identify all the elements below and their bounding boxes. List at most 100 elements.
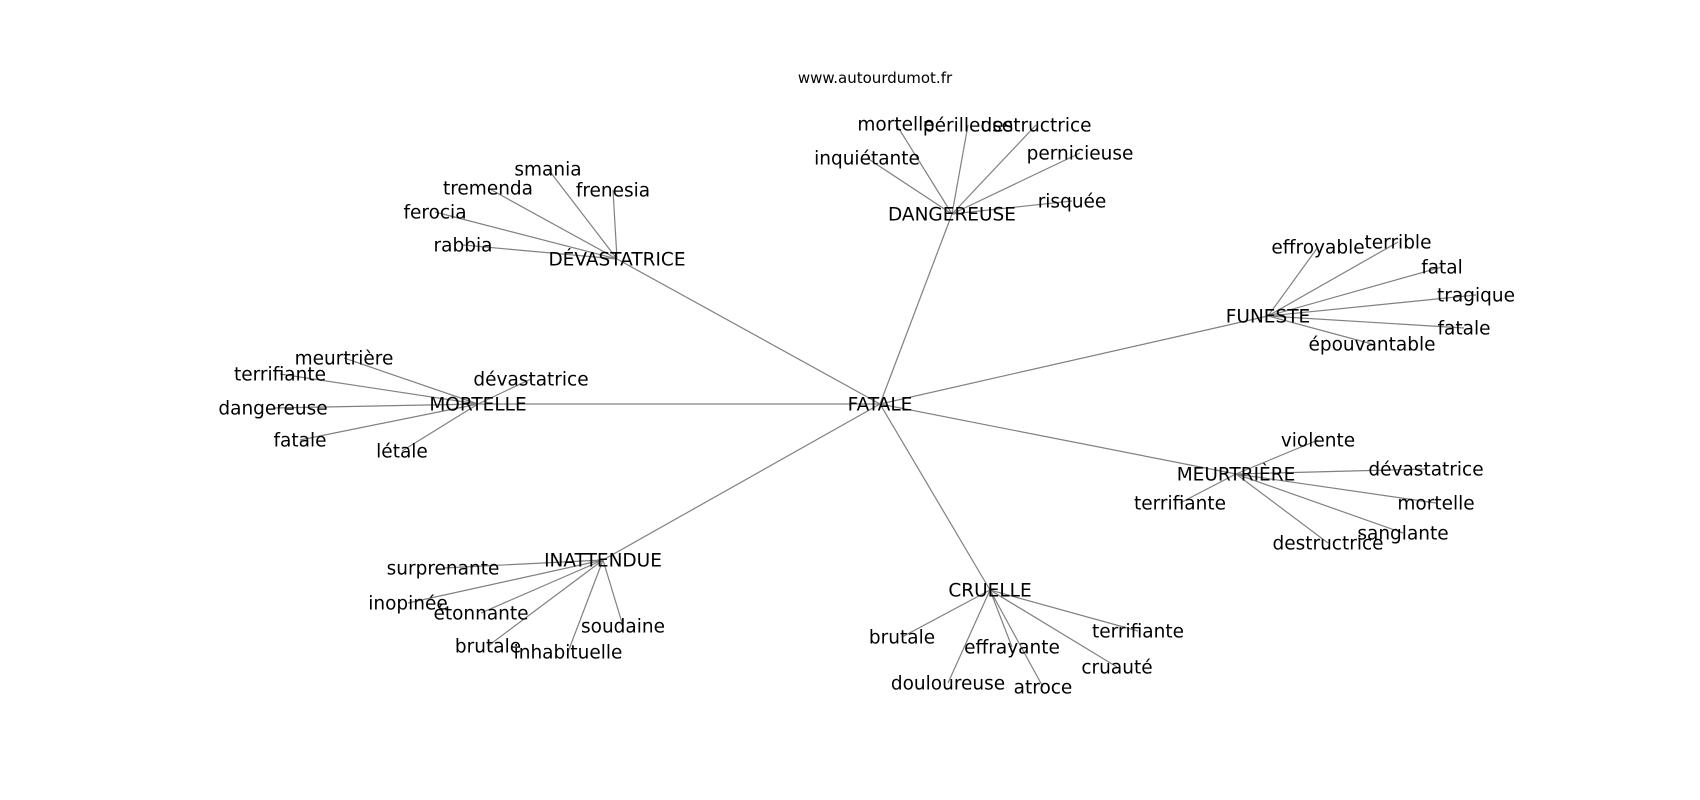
word-node-label: tremenda <box>443 179 533 200</box>
word-node-label: violente <box>1281 431 1355 452</box>
group-node-funeste: FUNESTE <box>1226 307 1310 328</box>
edge-center-funeste <box>879 315 1269 405</box>
word-node-label: terrible <box>1365 233 1432 254</box>
word-node-label: inquiétante <box>814 149 920 170</box>
edge-dangereuse-word <box>895 123 953 215</box>
edge-dangereuse-word <box>951 124 1037 215</box>
group-node-devastatrice: DÉVASTATRICE <box>548 249 685 271</box>
word-node-label: tragique <box>1437 286 1515 307</box>
word-node-label: sanglante <box>1357 524 1448 545</box>
word-node-label: brutale <box>455 637 521 658</box>
group-node-inattendue: INATTENDUE <box>544 551 662 572</box>
edge-meurtriere-word <box>1179 473 1237 504</box>
edge-cruelle-word <box>989 589 1044 688</box>
group-node-mortelle: MORTELLE <box>429 395 526 416</box>
edge-devastatrice-word <box>462 244 618 260</box>
edge-dangereuse-word <box>866 157 953 215</box>
word-node-label: épouvantable <box>1308 335 1435 356</box>
edge-funeste-word <box>1267 266 1443 317</box>
edge-meurtriere-word <box>1235 468 1427 475</box>
edge-mortelle-word <box>343 357 479 405</box>
word-node-label: destructrice <box>1272 534 1383 555</box>
word-node-label: inhabituelle <box>514 643 623 664</box>
edge-meurtriere-word <box>1235 473 1404 534</box>
word-node-label: périlleuse <box>923 116 1013 137</box>
edge-devastatrice-word <box>612 189 618 260</box>
word-node-label: létale <box>376 442 428 463</box>
edge-devastatrice-word <box>487 187 618 260</box>
edge-cruelle-word <box>947 589 991 684</box>
word-node-label: étonnante <box>433 604 528 625</box>
edge-inattendue-word <box>442 559 604 569</box>
edge-funeste-word <box>1267 315 1373 345</box>
edge-dangereuse-word <box>951 152 1081 215</box>
word-node-label: terrifiante <box>234 365 326 386</box>
edge-mortelle-word <box>401 403 479 452</box>
edge-funeste-word <box>1267 294 1477 317</box>
group-node-meurtriere: MEURTRIÈRE <box>1177 464 1296 486</box>
word-node-label: surprenante <box>387 559 500 580</box>
edge-inattendue-word <box>480 559 604 614</box>
word-node-label: terrifiante <box>1092 622 1184 643</box>
edge-funeste-word <box>1267 315 1465 329</box>
edge-center-inattendue <box>602 403 881 561</box>
word-node-label: rabbia <box>434 236 493 257</box>
word-node-label: inopinée <box>368 594 448 615</box>
edge-inattendue-word <box>487 559 604 647</box>
word-node-label: ferocia <box>403 203 466 224</box>
edge-center-devastatrice <box>616 258 881 405</box>
edge-cruelle-word <box>901 589 991 638</box>
edge-cruelle-word <box>989 589 1139 632</box>
edge-inattendue-word <box>407 559 604 604</box>
edges <box>272 123 1477 688</box>
word-node-label: frenesia <box>576 181 650 202</box>
word-node-label: brutale <box>869 628 935 649</box>
word-node-label: douloureuse <box>891 674 1005 695</box>
word-node-label: meurtrière <box>295 349 394 370</box>
word-node-label: destructrice <box>980 116 1091 137</box>
word-node-label: mortelle <box>857 115 934 136</box>
word-node-label: terrifiante <box>1134 494 1226 515</box>
edge-dangereuse-word <box>951 200 1073 215</box>
word-node-label: smania <box>514 160 581 181</box>
center-node-label: FATALE <box>848 395 913 416</box>
edge-inattendue-word <box>602 559 624 627</box>
word-node-label: soudaine <box>581 617 665 638</box>
edge-devastatrice-word <box>434 211 618 260</box>
edge-mortelle-word <box>272 403 479 409</box>
edge-mortelle-word <box>279 373 479 405</box>
group-node-dangereuse: DANGEREUSE <box>888 205 1016 226</box>
edge-inattendue-word <box>567 559 604 653</box>
word-node-label: dangereuse <box>218 399 327 420</box>
word-node-label: dévastatrice <box>1368 460 1483 481</box>
edge-devastatrice-word <box>547 168 618 260</box>
word-node-label: risquée <box>1038 192 1107 213</box>
word-node-label: pernicieuse <box>1027 144 1134 165</box>
edge-dangereuse-word <box>951 124 969 215</box>
edge-mortelle-word <box>299 403 479 441</box>
word-node-label: fatal <box>1421 258 1463 279</box>
edge-center-cruelle <box>879 403 991 591</box>
edge-meurtriere-word <box>1235 473 1329 544</box>
group-node-cruelle: CRUELLE <box>948 581 1031 602</box>
edge-mortelle-word <box>477 378 532 405</box>
edge-funeste-word <box>1267 246 1319 317</box>
edge-cruelle-word <box>989 589 1118 668</box>
word-node-label: mortelle <box>1397 494 1474 515</box>
edge-funeste-word <box>1267 241 1399 317</box>
edge-meurtriere-word <box>1235 473 1437 504</box>
word-node-label: fatale <box>1438 319 1491 340</box>
edge-center-meurtriere <box>879 403 1237 475</box>
edge-meurtriere-word <box>1235 439 1319 475</box>
word-node-label: atroce <box>1014 678 1073 699</box>
word-node-label: dévastatrice <box>473 370 588 391</box>
source-label: www.autourdumot.fr <box>798 69 953 87</box>
word-node-label: cruauté <box>1081 658 1152 679</box>
word-node-label: fatale <box>274 431 327 452</box>
word-node-label: effrayante <box>964 638 1060 659</box>
word-node-label: effroyable <box>1271 238 1364 259</box>
edge-cruelle-word <box>989 589 1013 648</box>
node-labels: FATALEDANGEREUSEmortellepérilleusedestru… <box>218 115 1515 699</box>
edge-center-dangereuse <box>879 213 953 405</box>
